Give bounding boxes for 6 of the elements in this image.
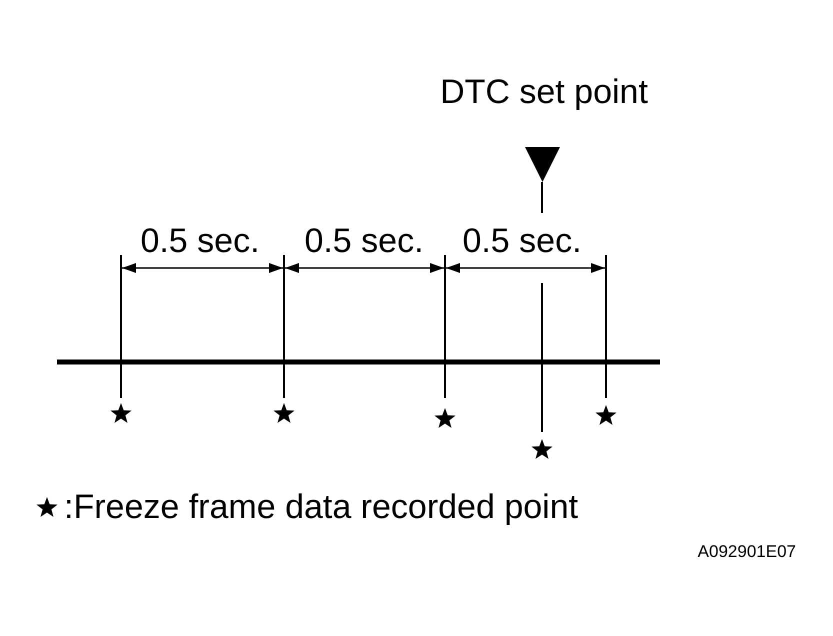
- figure-code: A092901E07: [698, 543, 796, 560]
- dimension-label: 0.5 sec.: [140, 224, 260, 258]
- annotation-label: DTC set point: [440, 75, 648, 109]
- dimension-label: 0.5 sec.: [462, 224, 582, 258]
- legend-text: :Freeze frame data recorded point: [64, 490, 578, 524]
- dimension-label: 0.5 sec.: [304, 224, 424, 258]
